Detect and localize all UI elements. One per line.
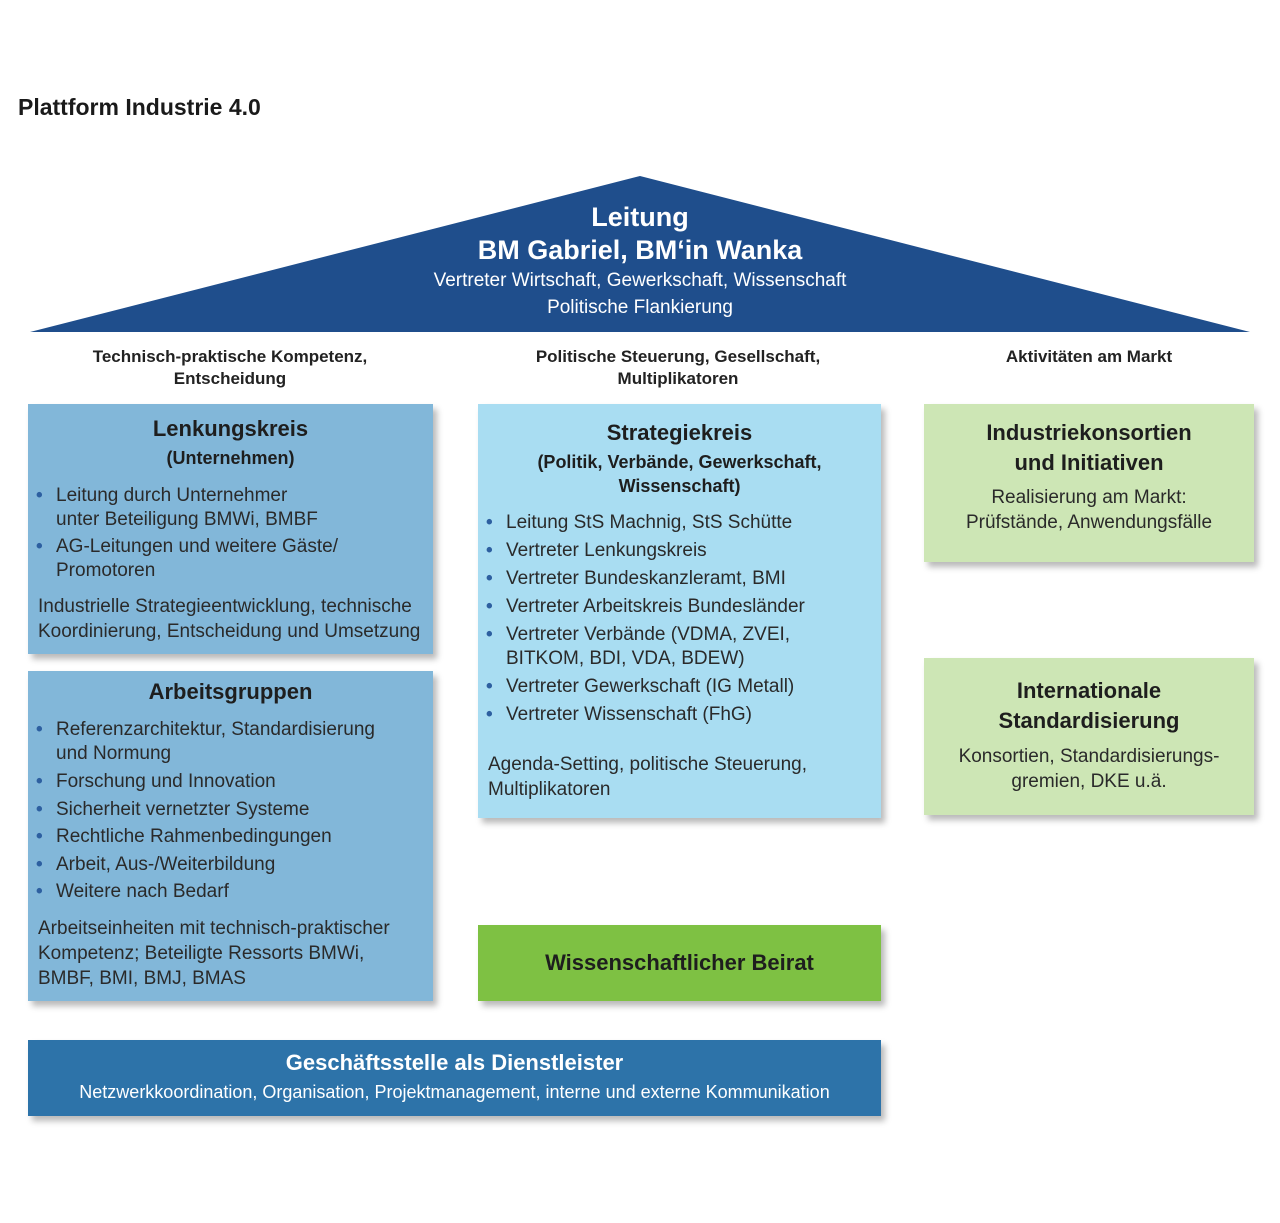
geschaeftsstelle-title: Geschäftsstelle als Dienstleister [285,1050,624,1075]
industriekonsortien-text-line-1: Realisierung am Markt: [991,487,1187,508]
arbeitsgruppen-box: Arbeitsgruppen Referenzarchitektur, Stan… [28,671,433,1001]
column-heading-middle-line-1: Politische Steuerung, Gesellschaft, [535,347,821,366]
list-item-line: Vertreter Wissenschaft (FhG) [506,704,753,725]
column-heading-middle: Politische Steuerung, Gesellschaft, Mult… [478,346,878,390]
list-item: Weitere nach Bedarf [36,880,229,904]
international-text-line-2: gremien, DKE u.ä. [1011,771,1167,792]
list-item-line: Leitung durch Unternehmer [56,485,288,506]
strategiekreis-note-line-1: Agenda-Setting, politische Steuerung, [488,754,807,775]
list-item-line: Sicherheit vernetzter Systeme [56,799,310,820]
column-heading-left-line-1: Technisch-praktische Kompetenz, [92,347,368,366]
list-item-line: Leitung StS Machnig, StS Schütte [506,512,793,533]
lenkungskreis-subtitle: (Unternehmen) [166,448,295,468]
lenkungskreis-title: Lenkungskreis [152,416,309,441]
list-item: AG-Leitungen und weitere Gäste/ Promotor… [36,535,339,583]
arbeitsgruppen-note: Arbeitseinheiten mit technisch-praktisch… [38,916,390,991]
lenkungskreis-note-line-1: Industrielle Strategieentwicklung, techn… [38,596,412,617]
roof-title: Leitung [591,202,689,232]
arbeitsgruppen-note-line-2: Kompetenz; Beteiligte Ressorts BMWi, [38,943,365,964]
international-text-line-1: Konsortien, Standardisierungs- [958,746,1220,767]
strategiekreis-note-line-2: Multiplikatoren [488,779,611,800]
roof-line-2: Politische Flankierung [547,297,733,318]
arbeitsgruppen-note-line-3: BMBF, BMI, BMJ, BMAS [38,968,246,989]
list-item: Leitung durch Unternehmer unter Beteilig… [36,484,318,532]
list-item: Vertreter Bundeskanzleramt, BMI [486,567,786,591]
beirat-title: Wissenschaftlicher Beirat [545,950,814,975]
industriekonsortien-text-line-2: Prüfstände, Anwendungsfälle [965,512,1213,533]
list-item: Vertreter Arbeitskreis Bundesländer [486,595,805,619]
geschaeftsstelle-box: Geschäftsstelle als Dienstleister Netzwe… [28,1040,881,1116]
strategiekreis-title: Strategiekreis [606,420,753,445]
list-item-line: BITKOM, BDI, VDA, BDEW) [506,648,745,669]
list-item: Forschung und Innovation [36,770,276,794]
list-item-line: Vertreter Arbeitskreis Bundesländer [506,596,805,617]
arbeitsgruppen-note-line-1: Arbeitseinheiten mit technisch-praktisch… [38,918,390,939]
column-heading-right: Aktivitäten am Markt [924,346,1254,368]
list-item-line: Arbeit, Aus-/Weiterbildung [56,854,276,875]
international-box: Internationale Standardisierung Konsorti… [924,658,1254,815]
lenkungskreis-box: Lenkungskreis (Unternehmen) Leitung durc… [28,404,433,654]
roof-subtitle: BM Gabriel, BM‘in Wanka [477,235,803,265]
roof-line-1: Vertreter Wirtschaft, Gewerkschaft, Wiss… [433,270,847,291]
list-item-line: Referenzarchitektur, Standardisierung [56,719,375,740]
roof-shape [30,176,1250,332]
list-item-line: Vertreter Verbände (VDMA, ZVEI, [506,624,791,645]
international-text: Konsortien, Standardisierungs- gremien, … [924,744,1254,794]
list-item: Vertreter Verbände (VDMA, ZVEI, BITKOM, … [486,623,791,671]
international-title: Internationale Standardisierung [924,676,1254,736]
industriekonsortien-title-line-1: Industriekonsortien [986,420,1192,445]
list-item-line: Rechtliche Rahmenbedingungen [56,826,332,847]
leitung-roof: Leitung BM Gabriel, BM‘in Wanka Vertrete… [30,176,1250,334]
industriekonsortien-title: Industriekonsortien und Initiativen [924,418,1254,478]
list-item-line: unter Beteiligung BMWi, BMBF [56,509,318,530]
geschaeftsstelle-text: Netzwerkkoordination, Organisation, Proj… [79,1082,830,1102]
strategiekreis-box: Strategiekreis (Politik, Verbände, Gewer… [478,404,881,818]
list-item-line: und Normung [56,743,172,764]
list-item: Rechtliche Rahmenbedingungen [36,825,332,849]
strategiekreis-subtitle: (Politik, Verbände, Gewerkschaft, Wissen… [478,450,881,498]
industriekonsortien-title-line-2: und Initiativen [1014,450,1164,475]
list-item-line: Weitere nach Bedarf [56,881,229,902]
arbeitsgruppen-title: Arbeitsgruppen [148,679,313,704]
lenkungskreis-note-line-2: Koordinierung, Entscheidung und Umsetzun… [38,621,421,642]
list-item: Referenzarchitektur, Standardisierung un… [36,718,375,766]
list-item-line: Vertreter Gewerkschaft (IG Metall) [506,676,795,697]
list-item: Sicherheit vernetzter Systeme [36,798,310,822]
international-title-line-1: Internationale [1016,678,1162,703]
list-item-line: Forschung und Innovation [56,771,276,792]
column-heading-middle-line-2: Multiplikatoren [617,369,739,388]
list-item: Vertreter Wissenschaft (FhG) [486,703,753,727]
strategiekreis-subtitle-line-2: Wissenschaft) [618,476,741,496]
column-heading-left: Technisch-praktische Kompetenz, Entschei… [30,346,430,390]
list-item-line: AG-Leitungen und weitere Gäste/ [56,536,339,557]
list-item-line: Vertreter Bundeskanzleramt, BMI [506,568,786,589]
strategiekreis-subtitle-line-1: (Politik, Verbände, Gewerkschaft, [537,452,822,472]
list-item: Vertreter Lenkungskreis [486,539,707,563]
lenkungskreis-note: Industrielle Strategieentwicklung, techn… [38,594,420,644]
industriekonsortien-box: Industriekonsortien und Initiativen Real… [924,404,1254,562]
list-item: Leitung StS Machnig, StS Schütte [486,511,793,535]
list-item-line: Promotoren [56,560,156,581]
column-heading-right-line-1: Aktivitäten am Markt [1005,347,1173,366]
column-heading-left-line-2: Entscheidung [173,369,287,388]
strategiekreis-note: Agenda-Setting, politische Steuerung, Mu… [488,752,807,802]
list-item-line: Vertreter Lenkungskreis [506,540,707,561]
industriekonsortien-text: Realisierung am Markt: Prüfstände, Anwen… [924,485,1254,535]
international-title-line-2: Standardisierung [998,708,1180,733]
list-item: Arbeit, Aus-/Weiterbildung [36,853,276,877]
beirat-box: Wissenschaftlicher Beirat [478,925,881,1001]
page-title: Plattform Industrie 4.0 [18,94,261,120]
list-item: Vertreter Gewerkschaft (IG Metall) [486,675,795,699]
